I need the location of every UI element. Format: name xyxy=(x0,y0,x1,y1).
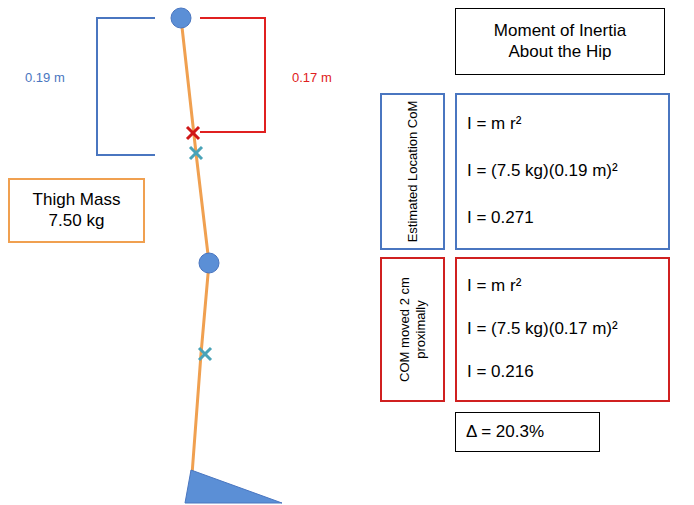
dimension-label: 0.17 m xyxy=(292,70,332,85)
blue-bracket xyxy=(97,18,155,155)
equation-box: I = m r² I = (7.5 kg)(0.17 m)² I = 0.216 xyxy=(455,257,670,402)
thigh-com-mark xyxy=(190,147,202,159)
title-box: Moment of Inertia About the Hip xyxy=(455,8,665,75)
condition-label: COM moved 2 cm proximally xyxy=(380,257,445,402)
node-text: I = m r² xyxy=(467,276,658,296)
mass-box: Thigh Mass7.50 kg xyxy=(8,178,145,243)
node-text: Δ = 20.3% xyxy=(466,422,589,442)
node-text: I = 0.216 xyxy=(467,362,658,382)
knee-joint xyxy=(199,253,219,273)
moved-com-mark xyxy=(187,127,199,139)
equation-box: I = m r² I = (7.5 kg)(0.19 m)² I = 0.271 xyxy=(455,93,670,250)
difference-box: Δ = 20.3% xyxy=(455,412,600,452)
node-text: I = 0.271 xyxy=(467,208,658,228)
condition-label: Estimated Location CoM xyxy=(380,93,445,250)
node-text: I = (7.5 kg)(0.19 m)² xyxy=(467,161,658,181)
node-text: 7.50 kg xyxy=(18,211,135,231)
red-bracket xyxy=(200,18,265,132)
shank-com-mark xyxy=(199,348,211,360)
rotated-label: COM moved 2 cm proximally xyxy=(397,263,428,396)
rotated-label: Estimated Location CoM xyxy=(405,101,421,243)
leg-segment xyxy=(181,18,209,488)
node-text: Thigh Mass xyxy=(18,190,135,210)
hip-joint xyxy=(171,8,191,28)
foot-triangle xyxy=(185,470,282,503)
node-text: Moment of Inertia About the Hip xyxy=(476,21,644,62)
node-text: I = (7.5 kg)(0.17 m)² xyxy=(467,319,658,339)
dimension-label: 0.19 m xyxy=(25,70,65,85)
node-text: I = m r² xyxy=(467,114,658,134)
